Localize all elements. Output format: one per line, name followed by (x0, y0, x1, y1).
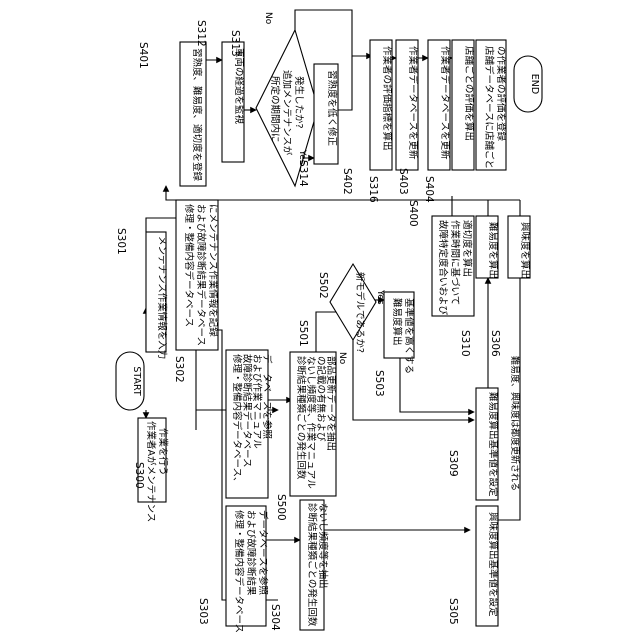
s314-line1: 習熟度を低く修正 (326, 70, 338, 147)
s309-line1: 難易度算出基準値を設定 (487, 392, 499, 497)
s300-line1: 作業者Aがメンテナンス (145, 421, 157, 522)
s313-no: No (263, 12, 273, 25)
s402-line1: 作業者の評価指標を算出 (381, 46, 393, 151)
s306-label: S306 (489, 330, 501, 357)
start-text: START (131, 366, 142, 396)
step-s300: 作業者Aがメンテナンス 作業を行う S300 (133, 418, 169, 522)
s401-line1: 習熟度、難易度、適切度を登録 (191, 48, 203, 182)
s300-label: S300 (133, 462, 145, 489)
s400-line2: 作業時間に基づいて (449, 220, 461, 305)
start-node: START (116, 352, 144, 410)
s306-line1: 興味度を算出 (519, 222, 531, 279)
shop-line1: 店舗ごとの評価を算出 (463, 46, 475, 141)
s313-line1: 所定の期間内に (269, 76, 281, 143)
s302-line1: 修理・整備内容データベース (183, 204, 195, 327)
s501-line4: 部品更新データを抽出 (325, 356, 337, 451)
s316-line1: 作業者データベースを更新 (407, 46, 419, 160)
s502-line1: 新モデルであるか? (354, 272, 366, 353)
s400-line3: 適切度を算出 (461, 220, 473, 277)
step-s309: 難易度算出基準値を設定 S309 (447, 388, 499, 500)
step-s301: メンテナンス作業情報を入力 S301 (115, 228, 168, 359)
s301-line1: メンテナンス作業情報を入力 (156, 236, 168, 359)
s501-label: S501 (297, 320, 309, 347)
s310-line1: 難易度を算出 (487, 222, 499, 279)
s309-label: S309 (447, 450, 459, 477)
s303-line3: データベースを参照 (257, 510, 269, 596)
s303-line2: および故障診断結果 (245, 510, 257, 596)
s303-line1: 修理・整備内容データベース (233, 510, 245, 633)
s503-line2: 基準値を高くする (403, 298, 415, 374)
s302-label: S302 (173, 356, 185, 383)
s404-label: S404 (423, 176, 435, 203)
step-s303: 修理・整備内容データベース および故障診断結果 データベースを参照 S303 (197, 506, 269, 633)
s503-label: S503 (373, 370, 385, 397)
update-note: 難易度、興味度は都度更新される (509, 356, 521, 491)
s500-line4: データベースを参照 (261, 354, 273, 440)
s401-label: S401 (137, 42, 149, 69)
step-s501: 診断結果種類ごとの発生回数 ないし頻度等、作業マニュアル の記載の有無および 部… (290, 320, 337, 496)
s313-line2: 追加メンテナンスが (281, 70, 293, 156)
step-shop-eval: 店舗ごとの評価を算出 (452, 40, 475, 170)
step-s500: 修理・整備内容データベース、 故障診断結果データベース および作業マニュアル デ… (226, 350, 287, 521)
s316-label: S316 (367, 176, 379, 203)
s313-label: S313 (229, 30, 241, 57)
end-node: END (514, 56, 542, 112)
s403-line1: 作業者データベースを更新 (439, 46, 451, 160)
s304-line2: ないし頻度等を抽出 (317, 503, 329, 589)
s314-label: S314 (297, 160, 309, 187)
end-text: END (529, 74, 540, 94)
s312-label: S312 (195, 20, 207, 47)
s404-line1: 店舗データベースに店舗ごと (483, 46, 495, 169)
s503-line1: 難易度算出 (391, 298, 403, 346)
s302-line3: にメンテナンス作業情報を記録 (207, 204, 219, 337)
s302-line2: および故障診断結果データベース (195, 204, 207, 346)
step-s503: 難易度算出 基準値を高くする S503 (373, 292, 415, 397)
step-s400: 故障特定度合いおよび 作業時間に基づいて 適切度を算出 S400 (407, 200, 474, 316)
s312-line1: 車両の経過を監視 (233, 48, 245, 125)
s404-line2: の作業者の評価を登録 (495, 46, 507, 142)
s502-label: S502 (317, 272, 329, 299)
s400-label: S400 (407, 200, 419, 227)
step-s402: 作業者の評価指標を算出 S402 (341, 40, 393, 195)
step-s401: 習熟度、難易度、適切度を登録 S401 (137, 42, 206, 186)
s304-line1: 診断結果種類ごとの発生回数 (306, 503, 318, 627)
step-s305: 興味度算出基準値を設定 S305 (447, 506, 499, 626)
s305-line1: 興味度算出基準値を設定 (487, 512, 499, 617)
s301-label: S301 (115, 228, 127, 255)
s500-label: S500 (275, 494, 287, 521)
decision-s502: 新モデルであるか? S502 Yes No (317, 264, 385, 365)
s304-label: S304 (269, 604, 281, 631)
s303-label: S303 (197, 598, 209, 625)
s402-label: S402 (341, 168, 353, 195)
s310-label: S310 (459, 330, 471, 357)
s313-line3: 発生したか? (293, 76, 305, 129)
s403-label: S403 (397, 168, 409, 195)
s300-line2: 作業を行う (157, 428, 169, 476)
s305-label: S305 (447, 598, 459, 625)
s400-line1: 故障特定度合いおよび (437, 220, 449, 316)
s502-no: No (337, 352, 347, 365)
